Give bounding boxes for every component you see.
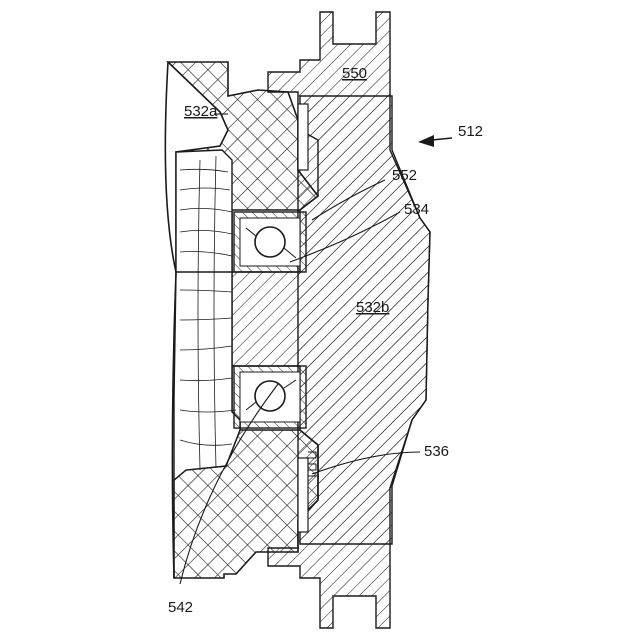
- label-536: 536: [424, 443, 449, 460]
- label-532a: 532a: [184, 103, 218, 120]
- bearing-lower-542: [234, 366, 306, 428]
- label-534: 534: [404, 201, 429, 218]
- label-512: 512: [458, 123, 483, 140]
- label-542: 542: [168, 599, 193, 616]
- label-532b: 532b: [356, 299, 389, 316]
- arrow-512: [418, 135, 452, 147]
- seal-upper-strip: [298, 104, 308, 170]
- label-550: 550: [342, 65, 367, 82]
- bearing-upper-534: [234, 212, 306, 272]
- inner-drum: [174, 150, 240, 480]
- label-552: 552: [392, 167, 417, 184]
- seal-lower-strip: [298, 458, 308, 532]
